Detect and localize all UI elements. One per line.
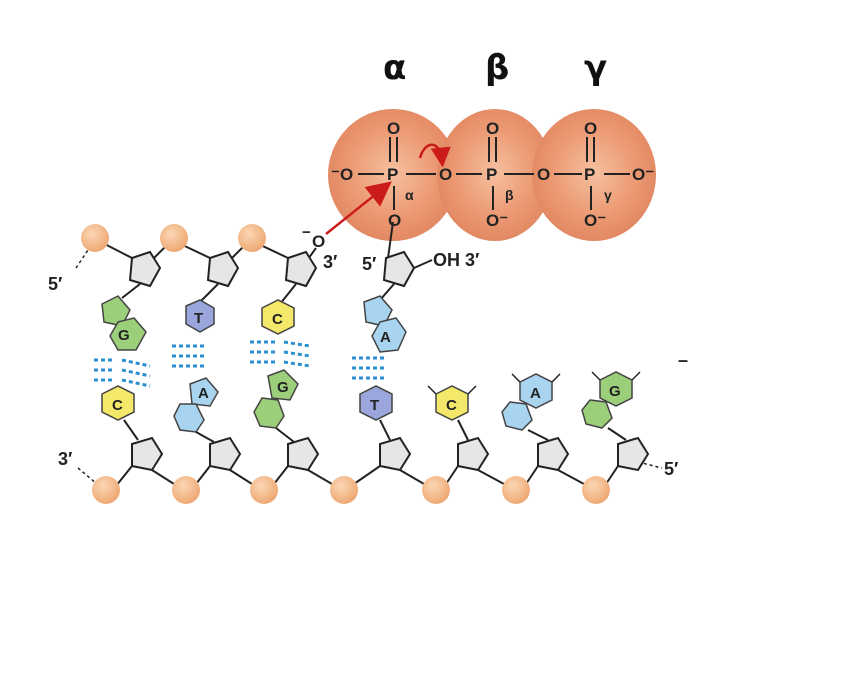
svg-text:T: T (370, 397, 379, 414)
base-substituents (427, 371, 641, 395)
beta-label: β (485, 48, 509, 88)
svg-text:A: A (198, 385, 209, 402)
hydrogen-bonds (94, 340, 384, 388)
bottom-base-a-1: A (173, 377, 219, 433)
top-sugar-2 (206, 250, 240, 288)
incoming-5-prime-label: 5′ (362, 254, 376, 274)
top-phosphate-3 (238, 224, 266, 252)
bottom-sugar-3 (287, 436, 320, 472)
o-bridge-alpha-beta: O (439, 165, 452, 184)
bottom-sugar-2 (209, 436, 242, 472)
top-base-t: T (185, 299, 215, 333)
sub-alpha: α (405, 187, 414, 203)
nucleophilic-attack-arrow (325, 181, 392, 235)
strand-end-connectors (75, 243, 663, 485)
primer-oxygen-charge: − (302, 224, 311, 241)
bottom-sugar-4 (379, 436, 412, 472)
top-base-a: A (363, 295, 407, 353)
phosphate-atoms: ⁻O P O O α O P O O⁻ β O P O O⁻ γ O⁻ (331, 119, 654, 230)
bottom-sugar-7 (617, 436, 650, 472)
svg-text:C: C (446, 397, 457, 414)
incoming-oh-3-prime-label: OH 3′ (433, 250, 479, 270)
bottom-base-a-2: A (501, 373, 553, 431)
svg-text:A: A (380, 329, 391, 346)
svg-text:G: G (609, 383, 621, 400)
top-base-g: G (101, 295, 147, 351)
bottom-phosphate-5 (422, 476, 450, 504)
sub-beta: β (505, 187, 514, 203)
stray-dash: – (678, 350, 688, 370)
svg-text:A: A (530, 385, 541, 402)
p-alpha: P (387, 165, 398, 184)
p-gamma: P (584, 165, 595, 184)
o-gamma-bottom: O⁻ (584, 211, 606, 230)
bottom-base-g-2: G (581, 371, 633, 429)
top-sugars (128, 250, 416, 288)
incoming-sugar (382, 250, 416, 288)
bottom-phosphate-1 (92, 476, 120, 504)
alpha-label: α (383, 48, 406, 88)
top-bases: G T C A (101, 295, 407, 353)
top-phosphate-2 (160, 224, 188, 252)
beta-phosphate-glow (437, 109, 553, 241)
primer-3-prime-label: 3′ (323, 252, 337, 272)
terminal-o-right: O⁻ (632, 165, 654, 184)
o-beta-bottom: O⁻ (486, 211, 508, 230)
bottom-phosphate-4 (330, 476, 358, 504)
svg-text:C: C (112, 397, 123, 414)
top-base-c: C (261, 299, 295, 335)
gamma-label: γ (584, 48, 607, 88)
o-alpha-bottom: O (388, 211, 401, 230)
bottom-base-c-1: C (101, 385, 135, 421)
primer-3-oxygen: O (312, 232, 325, 251)
bottom-phosphate-7 (582, 476, 610, 504)
bottom-strand-links (115, 465, 619, 487)
svg-text:G: G (118, 327, 130, 344)
bottom-sugar-5 (457, 436, 490, 472)
top-sugar-1 (128, 250, 162, 288)
bottom-sugar-1 (131, 436, 164, 472)
bottom-phosphate-6 (502, 476, 530, 504)
sub-gamma: γ (604, 187, 612, 203)
top-strand-5-prime-label: 5′ (48, 274, 62, 294)
svg-text:C: C (272, 311, 283, 328)
triphosphate-structure (358, 137, 630, 210)
top-sugar-3 (284, 250, 318, 288)
bottom-sugars (131, 436, 650, 472)
top-strand-backbone (81, 221, 394, 263)
gamma-phosphate-glow (532, 109, 656, 241)
bottom-base-t-1: T (359, 385, 393, 421)
o-bridge-beta-gamma: O (537, 165, 550, 184)
bottom-bases: C A G T C A G (101, 369, 633, 433)
bottom-phosphate-3 (250, 476, 278, 504)
bottom-base-c-2: C (435, 385, 469, 421)
terminal-o-left: ⁻O (331, 165, 353, 184)
bottom-strand-phosphates (92, 476, 610, 504)
bottom-phosphate-2 (172, 476, 200, 504)
bottom-strand-3-prime-label: 3′ (58, 449, 72, 469)
svg-text:T: T (194, 310, 203, 327)
bond-break-arrow (418, 143, 451, 168)
o-alpha-top: O (387, 119, 400, 138)
p-beta: P (486, 165, 497, 184)
bottom-sugar-6 (537, 436, 570, 472)
o-gamma-top: O (584, 119, 597, 138)
bottom-strand-5-prime-label: 5′ (664, 459, 678, 479)
svg-text:G: G (277, 379, 289, 396)
bottom-base-g-1: G (253, 369, 299, 429)
o-beta-top: O (486, 119, 499, 138)
top-phosphate-1 (81, 224, 109, 252)
